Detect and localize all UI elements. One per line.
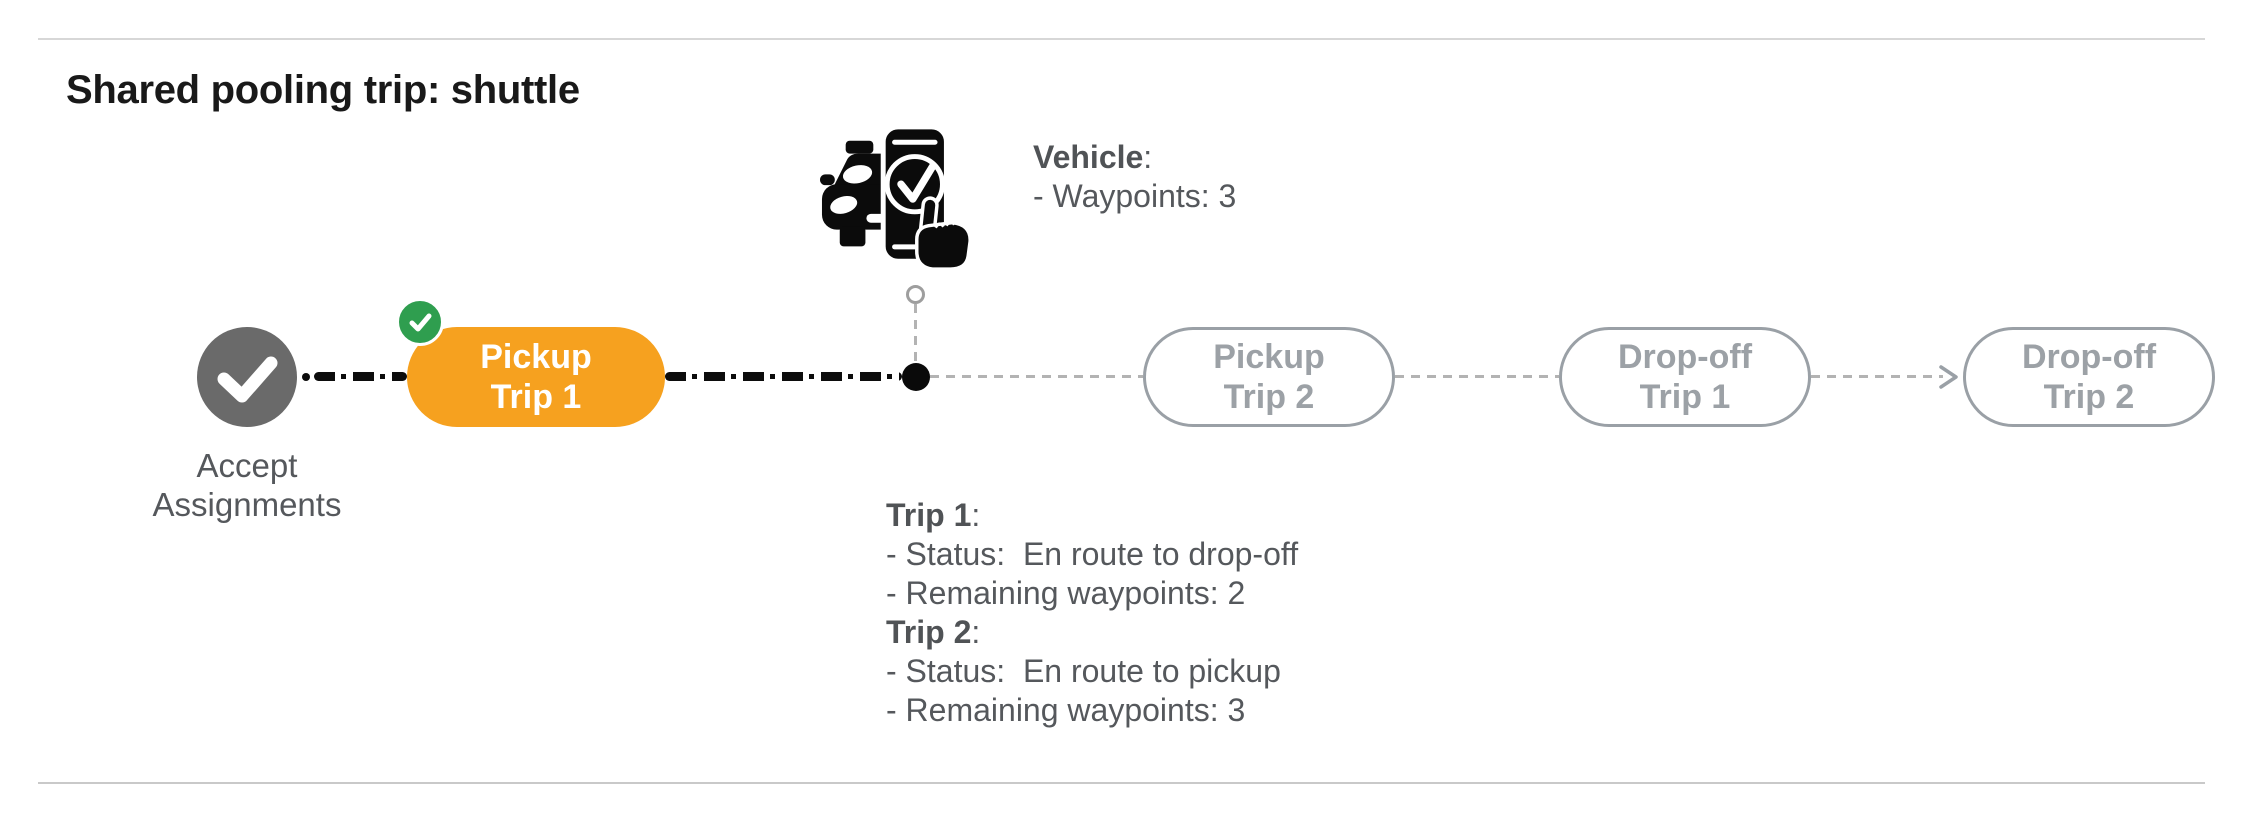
phone-top-slit [892, 139, 938, 145]
vehicle-annotation: Vehicle: - Waypoints: 3 [1033, 139, 1237, 214]
confirm-check-icon [897, 162, 937, 203]
check-icon [409, 313, 432, 332]
connector-upcoming-3 [1811, 375, 1943, 378]
arrow-right-icon [1939, 365, 1958, 389]
vehicle-confirm-icon [820, 124, 972, 271]
stage-dropoff-trip-1: Drop-off Trip 1 [1559, 327, 1811, 427]
stage-pickup-trip-1: Pickup Trip 1 [407, 327, 665, 427]
car-headlight [830, 196, 858, 214]
car-roof-sign [845, 140, 874, 154]
trip2-waypoints-line: - Remaining waypoints: 3 [886, 692, 1246, 728]
accept-assignments-label: Accept Assignments [152, 447, 342, 523]
current-position-dot [902, 363, 930, 391]
timeline-start-dot [302, 373, 310, 381]
stage-pickup-trip-2: Pickup Trip 2 [1143, 327, 1395, 427]
car-wheel [839, 226, 866, 247]
connector-completed-1 [314, 372, 407, 381]
trip1-label: Trip 1 [886, 497, 972, 533]
completed-check-badge [396, 298, 444, 346]
trip1-waypoints-line: - Remaining waypoints: 2 [886, 575, 1246, 611]
trip2-status-line: - Status: En route to pickup [886, 653, 1281, 689]
trip1-status-line: - Status: En route to drop-off [886, 536, 1299, 572]
top-divider [38, 38, 2205, 40]
trip-status-annotation: Trip 1: - Status: En route to drop-off -… [886, 497, 1299, 728]
connector-completed-2 [665, 372, 902, 381]
check-icon [217, 356, 278, 403]
connector-upcoming-1 [930, 375, 1143, 378]
tapping-hand [915, 196, 972, 271]
car-mirror [820, 174, 835, 186]
connector-upcoming-2 [1395, 375, 1559, 378]
trip2-label: Trip 2 [886, 614, 972, 650]
vehicle-waypoints-line: - Waypoints: 3 [1033, 178, 1237, 214]
vehicle-annotation-label: Vehicle [1033, 139, 1144, 175]
stage-dropoff-trip-2: Drop-off Trip 2 [1963, 327, 2215, 427]
car-window [842, 165, 873, 184]
vehicle-position-marker [906, 285, 925, 304]
bottom-divider [38, 782, 2205, 784]
vehicle-position-stem [914, 304, 917, 364]
confirm-ring [884, 154, 945, 215]
node-accept-assignments [197, 327, 297, 427]
page-title: Shared pooling trip: shuttle [66, 68, 580, 112]
